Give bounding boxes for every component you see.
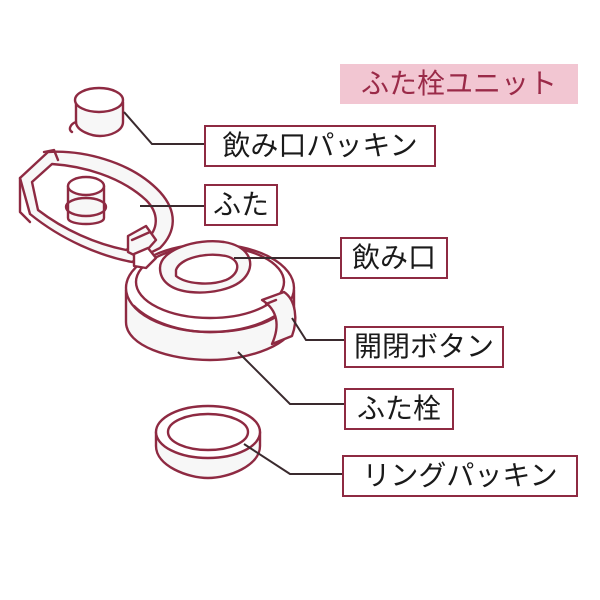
- label-open-close-button: 開閉ボタン: [344, 326, 504, 368]
- unit-title: ふた栓ユニット: [340, 64, 578, 104]
- label-drink-spout-packing: 飲み口パッキン: [204, 125, 436, 167]
- ring-packing-part: [154, 404, 262, 480]
- label-ring-packing: リングパッキン: [342, 455, 578, 497]
- leader-lid-plug: [237, 351, 346, 405]
- lid-part: [18, 148, 174, 264]
- leader-drink-spout-packing: [123, 111, 206, 145]
- drink-spout-packing-part: [68, 86, 125, 138]
- label-drink-spout: 飲み口: [340, 237, 448, 279]
- leader-ring-packing: [243, 443, 344, 475]
- label-lid: ふた: [204, 184, 278, 226]
- lid-plug-part: [124, 240, 297, 362]
- leader-lines: [123, 111, 346, 475]
- leader-open-close-button: [291, 317, 346, 341]
- label-lid-plug: ふた栓: [344, 388, 454, 430]
